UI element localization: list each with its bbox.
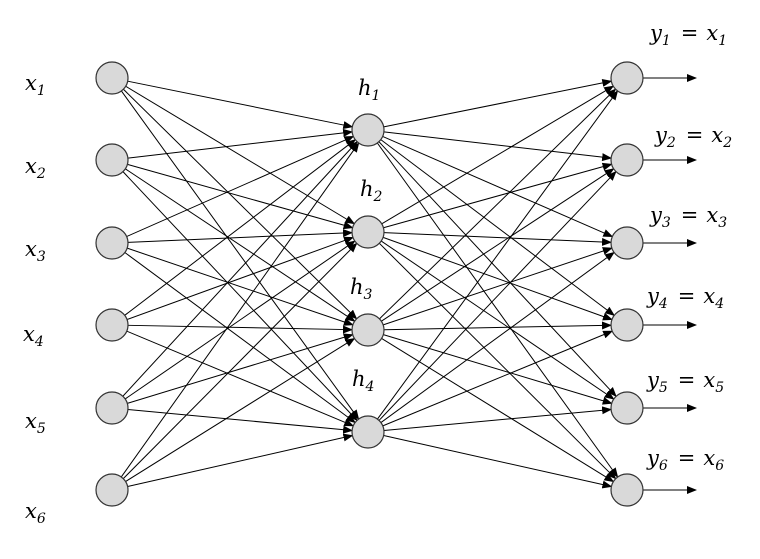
edge-x1-h3 xyxy=(123,88,358,320)
edge-h2-y5 xyxy=(380,240,615,400)
edge-x1-h4 xyxy=(120,90,360,420)
input-label-4: x4 xyxy=(23,322,44,350)
edge-h1-y5 xyxy=(378,141,617,398)
edge-x4-h1 xyxy=(124,139,357,316)
edge-h3-y2 xyxy=(381,168,615,322)
edge-h4-y4 xyxy=(382,330,614,427)
input-label-6: x6 xyxy=(25,499,46,527)
input-node-6 xyxy=(95,473,129,507)
output-layer xyxy=(610,61,644,507)
edge-x1-h1 xyxy=(127,80,354,129)
edge-h4-y2 xyxy=(378,170,617,421)
edge-h4-y1 xyxy=(377,90,619,420)
output-node-2 xyxy=(610,143,644,177)
input-label-2: x2 xyxy=(25,154,46,182)
edge-h3-y3 xyxy=(383,247,613,326)
connection-edges xyxy=(120,78,619,489)
edge-h1-y3 xyxy=(382,135,614,238)
input-node-4 xyxy=(95,308,129,342)
output-label-3: y3=x3 xyxy=(649,203,727,231)
output-label-6: y6=x6 xyxy=(646,446,724,474)
output-node-1 xyxy=(610,61,644,95)
edge-h2-y1 xyxy=(381,85,615,225)
edge-x2-h3 xyxy=(125,168,356,322)
edge-h4-y6 xyxy=(383,435,613,489)
edge-h1-y6 xyxy=(376,142,619,478)
input-node-5 xyxy=(95,391,129,425)
input-labels: x1 x2 x3 x4 x5 x6 xyxy=(23,71,46,527)
edge-x4-h3 xyxy=(127,324,354,334)
edge-x6-h3 xyxy=(125,337,356,482)
edge-h2-y2 xyxy=(383,162,613,229)
hidden-label-3: h3 xyxy=(350,275,373,303)
edge-h4-y3 xyxy=(380,251,615,423)
hidden-node-2 xyxy=(351,215,385,249)
edge-x5-h2 xyxy=(124,240,356,400)
edge-h2-y6 xyxy=(378,242,617,480)
input-node-1 xyxy=(95,61,129,95)
edge-x1-h2 xyxy=(125,85,356,225)
edge-x2-h4 xyxy=(122,171,358,422)
output-label-2: y2=x2 xyxy=(654,123,732,151)
edge-h2-y3 xyxy=(383,232,613,246)
input-node-3 xyxy=(95,226,129,260)
hidden-node-4 xyxy=(351,415,385,449)
hidden-label-4: h4 xyxy=(352,367,374,395)
output-arrows xyxy=(643,74,697,494)
edge-h3-y4 xyxy=(383,321,613,331)
input-layer xyxy=(95,61,129,507)
edge-h1-y2 xyxy=(383,131,613,162)
output-node-6 xyxy=(610,473,644,507)
edge-h3-y1 xyxy=(379,88,617,320)
edge-x3-h1 xyxy=(126,136,355,237)
hidden-label-2: h2 xyxy=(360,177,383,205)
edge-x5-h3 xyxy=(127,333,354,404)
hidden-node-1 xyxy=(351,113,385,147)
output-label-4: y4=x4 xyxy=(646,284,724,312)
output-labels: y1=x1 y2=x2 y3=x3 y4=x4 y5=x5 y6=x6 xyxy=(646,21,732,474)
edge-x3-h2 xyxy=(127,229,354,243)
edge-h1-y1 xyxy=(383,78,613,128)
edge-x2-h1 xyxy=(127,128,354,159)
output-label-5: y5=x5 xyxy=(646,368,724,396)
edge-h3-y5 xyxy=(383,334,613,405)
edge-h1-y4 xyxy=(380,139,616,316)
input-label-1: x1 xyxy=(25,71,46,99)
output-node-4 xyxy=(610,308,644,342)
edge-x4-h2 xyxy=(126,236,354,321)
edge-x6-h4 xyxy=(127,433,354,487)
output-node-3 xyxy=(610,226,644,260)
edge-x5-h1 xyxy=(122,141,358,397)
hidden-node-3 xyxy=(351,313,385,347)
edge-x3-h3 xyxy=(126,247,354,326)
edge-h2-y4 xyxy=(382,236,613,321)
edge-x5-h4 xyxy=(127,408,354,434)
input-node-2 xyxy=(95,143,129,177)
edge-x3-h4 xyxy=(124,252,356,424)
hidden-layer xyxy=(351,113,385,449)
output-node-5 xyxy=(610,391,644,425)
edge-x2-h2 xyxy=(127,163,354,230)
hidden-label-1: h1 xyxy=(358,76,380,104)
hidden-labels: h1 h2 h3 h4 xyxy=(350,76,383,395)
edge-x4-h4 xyxy=(126,330,355,427)
input-label-5: x5 xyxy=(25,409,46,437)
output-label-1: y1=x1 xyxy=(649,21,727,49)
input-label-3: x3 xyxy=(25,237,46,265)
edge-h4-y5 xyxy=(383,406,613,432)
edge-x6-h2 xyxy=(122,242,358,479)
edge-h3-y6 xyxy=(381,337,615,483)
edge-x6-h1 xyxy=(120,142,360,478)
